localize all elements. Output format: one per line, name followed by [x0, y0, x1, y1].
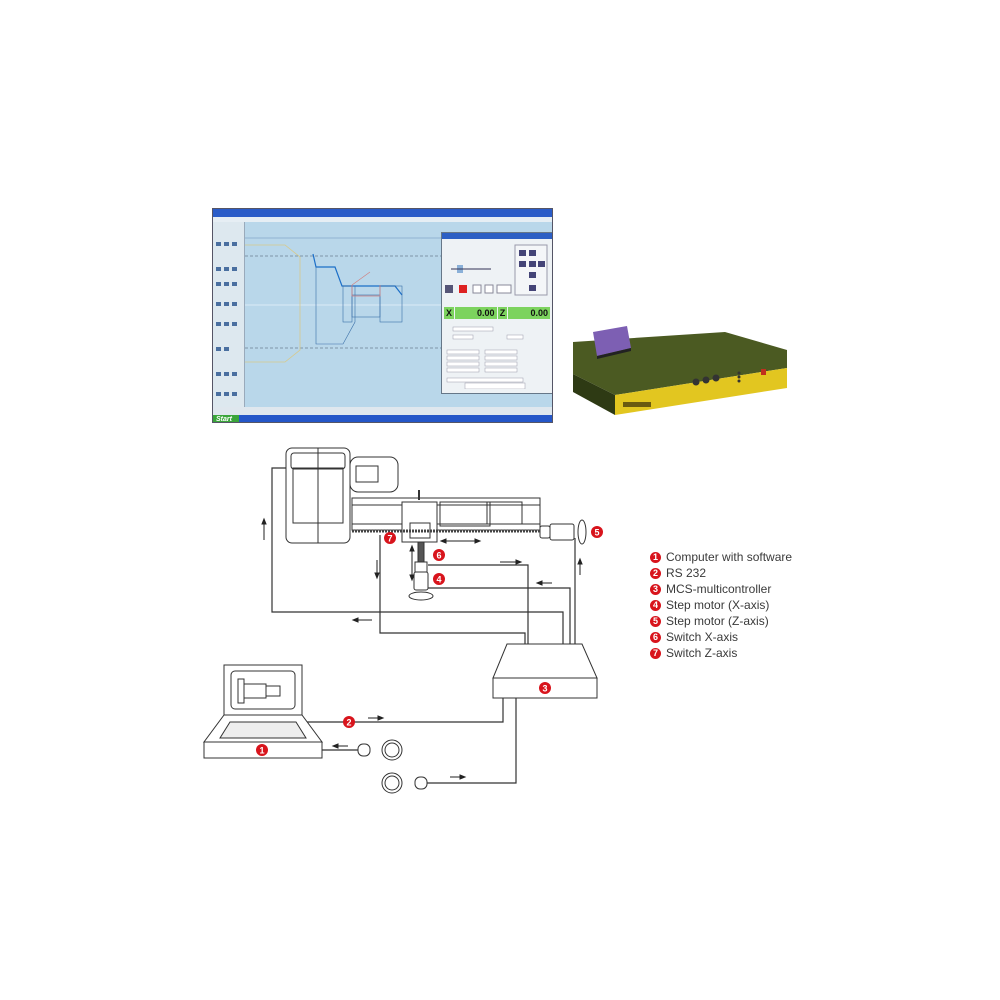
lathe-carriage	[401, 501, 438, 543]
power-plugs	[357, 739, 428, 794]
badge-3: 3	[542, 684, 547, 694]
legend-label: Switch Z-axis	[666, 646, 738, 660]
software-dvd	[593, 326, 631, 356]
cnc-software-screenshot: X 0.00 Z 0.00 Start	[212, 208, 553, 423]
legend-label: Step motor (X-axis)	[666, 598, 770, 612]
connector-icons	[692, 371, 741, 386]
legend-item: 3 MCS-multicontroller	[650, 581, 792, 597]
legend-label: Step motor (Z-axis)	[666, 614, 769, 628]
dialog-fields	[446, 326, 526, 389]
badge-4: 4	[436, 575, 441, 585]
start-button[interactable]: Start	[213, 415, 239, 422]
legend-item: 7 Switch Z-axis	[650, 645, 792, 661]
legend-item: 6 Switch X-axis	[650, 629, 792, 645]
legend-item: 5 Step motor (Z-axis)	[650, 613, 792, 629]
window-titlebar	[213, 209, 552, 217]
legend-label: Switch X-axis	[666, 630, 739, 644]
power-switch-icon	[761, 369, 766, 375]
dro-z-label: Z	[497, 307, 508, 319]
menu-bar	[213, 217, 552, 222]
taskbar: Start	[213, 415, 552, 422]
dro-z-value: 0.00	[508, 307, 550, 319]
mcs-controller-photo	[573, 326, 787, 415]
badge-5: 5	[594, 528, 599, 538]
legend-badge: 1	[650, 551, 661, 563]
legend-item: 1 Computer with software	[650, 549, 792, 565]
jog-controls	[445, 244, 548, 296]
manual-control-dialog[interactable]: X 0.00 Z 0.00	[441, 232, 552, 394]
z-step-motor	[549, 523, 575, 541]
legend-label: RS 232	[666, 566, 707, 580]
spindle-motor	[349, 456, 399, 493]
computer	[203, 664, 323, 759]
badge-6: 6	[436, 551, 441, 561]
badge-7: 7	[387, 534, 392, 544]
digital-readout: X 0.00 Z 0.00	[444, 307, 550, 319]
legend-label: Computer with software	[666, 550, 793, 564]
tool-icons	[216, 242, 237, 396]
legend-item: 4 Step motor (X-axis)	[650, 597, 792, 613]
number-badges: 1 2 3 4 5 6 7	[256, 526, 603, 756]
controller-front	[615, 368, 787, 415]
badge-1: 1	[259, 746, 264, 756]
drawing-canvas[interactable]	[245, 222, 545, 407]
wires	[271, 467, 576, 784]
lathe-bed	[351, 497, 541, 531]
legend-badge: 7	[650, 647, 661, 659]
legend-badge: 5	[650, 615, 661, 627]
legend: 1 Computer with software 2 RS 232 3 MCS-mul…	[650, 549, 792, 661]
dro-x-value: 0.00	[454, 307, 497, 319]
legend-badge: 4	[650, 599, 661, 611]
controller-side	[573, 374, 615, 415]
x-step-motor	[413, 571, 429, 591]
legend-badge: 3	[650, 583, 661, 595]
dro-x-label: X	[444, 307, 454, 319]
legend-badge: 2	[650, 567, 661, 579]
legend-badge: 6	[650, 631, 661, 643]
legend-label: MCS-multicontroller	[666, 582, 772, 596]
tool-panel	[213, 222, 245, 407]
status-bar	[213, 407, 552, 415]
legend-item: 2 RS 232	[650, 565, 792, 581]
mcs-controller	[492, 643, 598, 699]
dialog-titlebar	[442, 233, 552, 239]
direction-arrows	[261, 517, 583, 780]
proxxon-logo	[623, 402, 651, 407]
badge-2: 2	[346, 718, 351, 728]
